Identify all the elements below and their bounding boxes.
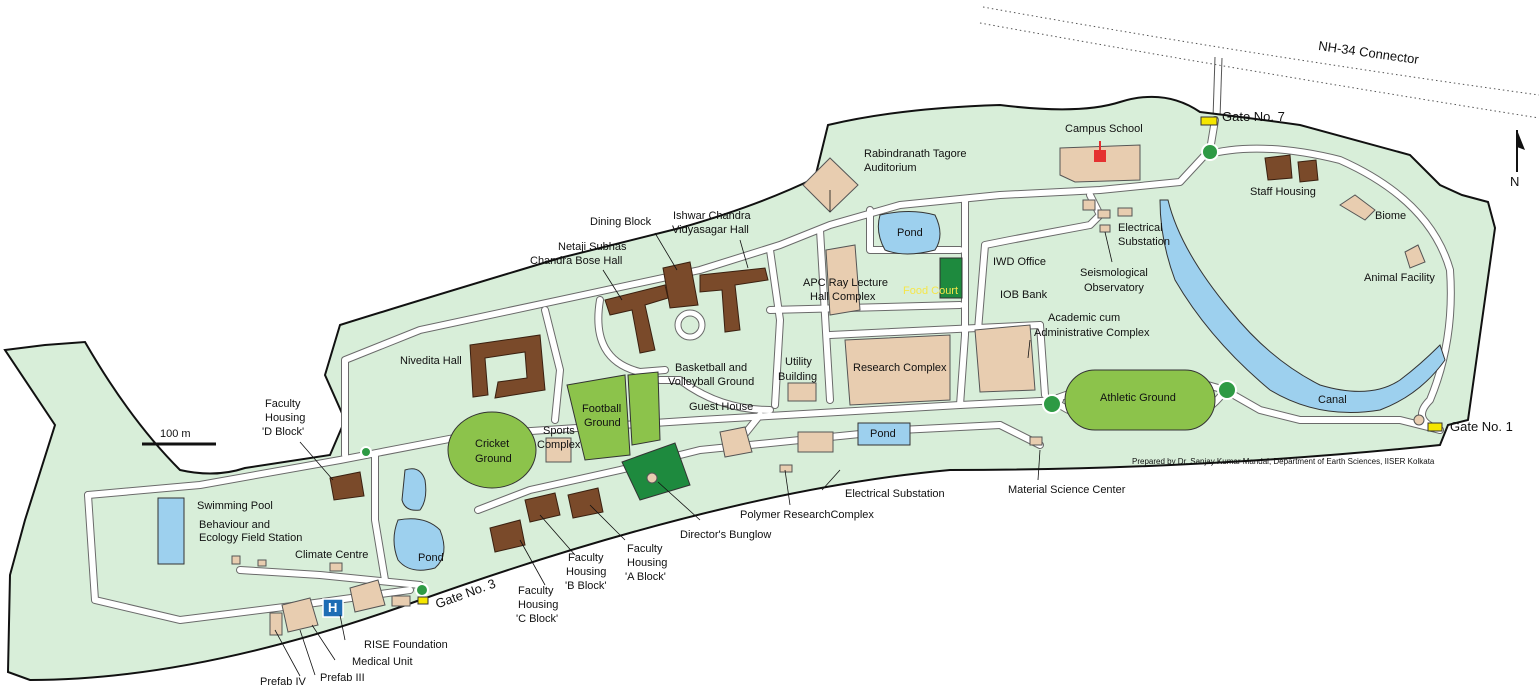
- faculty-d-label-2: Housing: [265, 412, 306, 424]
- iob-bank-label: IOB Bank: [1000, 289, 1048, 301]
- rabindranath-label-1: Rabindranath Tagore: [864, 148, 967, 160]
- basketball-label-2: Volleyball Ground: [668, 376, 755, 388]
- leader-lines: [274, 190, 1113, 677]
- faculty-c-label-1: Faculty: [518, 585, 554, 597]
- nivedita-hall-label: Nivedita Hall: [400, 355, 462, 367]
- directors-bungalow-label: Director's Bunglow: [680, 529, 772, 541]
- apc-ray-label-1: APC Ray Lecture: [803, 277, 888, 289]
- pond-mid-label: Pond: [870, 428, 896, 440]
- gate-1-label: Gate No. 1: [1450, 419, 1513, 434]
- campus-school-label: Campus School: [1065, 123, 1143, 135]
- buildings: [231, 144, 1426, 636]
- cricket-label-1: Cricket: [475, 438, 510, 450]
- athletic-ground-label: Athletic Ground: [1100, 392, 1176, 404]
- iwd-office-label: IWD Office: [993, 256, 1046, 268]
- hospital-sign: [322, 598, 344, 618]
- canal: [1159, 199, 1446, 413]
- electrical-substation-label: Electrical Substation: [845, 488, 945, 500]
- rabindranath-label-2: Auditorium: [864, 162, 917, 174]
- utility-building-label-1: Utility: [785, 356, 812, 368]
- north-label: N: [1510, 174, 1520, 189]
- guest-house-label: Guest House: [689, 401, 754, 413]
- prefab-iv-label: Prefab IV: [260, 676, 306, 688]
- electrical-substation-top-1: Electrical: [1118, 222, 1163, 234]
- staff-housing-label: Staff Housing: [1250, 186, 1316, 198]
- sports-complex-label-2: Complex: [537, 439, 581, 451]
- pond-left-label: Pond: [418, 552, 444, 564]
- ishwar-label-1: Ishwar Chandra: [673, 210, 751, 222]
- climate-centre-label: Climate Centre: [295, 549, 369, 561]
- utility-building-label-2: Building: [778, 371, 818, 383]
- cricket-label-2: Ground: [475, 453, 512, 465]
- faculty-b-label-1: Faculty: [568, 552, 604, 564]
- north-arrow-icon: [1516, 130, 1525, 172]
- swimming-pool-label: Swimming Pool: [197, 500, 273, 512]
- credit-text: Prepared by Dr. Sanjay Kumar Mandal, Dep…: [1132, 457, 1435, 466]
- academic-label-1: Academic cum: [1048, 312, 1121, 324]
- football-label-1: Football: [582, 403, 622, 415]
- faculty-a-label-3: 'A Block': [625, 571, 666, 583]
- ponds: [157, 211, 941, 571]
- faculty-a-label-2: Housing: [627, 557, 668, 569]
- hostels: [329, 154, 1319, 553]
- basketball-label-1: Basketball and: [675, 362, 748, 374]
- nh34-road: [979, 6, 1539, 119]
- dining-block-label: Dining Block: [590, 216, 652, 228]
- animal-facility-label: Animal Facility: [1364, 272, 1435, 284]
- faculty-c-label-2: Housing: [518, 599, 559, 611]
- behaviour-label-1: Behaviour and: [199, 519, 270, 531]
- faculty-c-label-3: 'C Block': [516, 613, 559, 625]
- gate-markers: [417, 116, 1443, 605]
- biome-label: Biome: [1375, 210, 1407, 222]
- campus-school-marker: [1094, 141, 1106, 162]
- roundabouts: [360, 143, 1237, 597]
- faculty-a-label-1: Faculty: [627, 543, 663, 555]
- academic-label-2: Administrative Complex: [1034, 327, 1150, 339]
- prefab-iii-label: Prefab III: [320, 672, 365, 684]
- pond-top-label: Pond: [897, 227, 923, 239]
- grounds: [447, 257, 1216, 501]
- food-court-label: Food Court: [903, 285, 959, 297]
- seismo-label-1: Seismological: [1080, 267, 1148, 279]
- netaji-label-1: Netaji Subhas: [558, 241, 627, 253]
- faculty-d-label-3: 'D Block': [262, 426, 305, 438]
- electrical-substation-top-2: Substation: [1118, 236, 1170, 248]
- sports-complex-label-1: Sports: [543, 425, 575, 437]
- hospital-icon: H: [328, 600, 338, 615]
- behaviour-label-2: Ecology Field Station: [199, 532, 303, 544]
- faculty-b-label-3: 'B Block': [565, 580, 607, 592]
- material-science-label: Material Science Center: [1008, 484, 1126, 496]
- scale-label: 100 m: [160, 428, 191, 440]
- rise-foundation-label: RISE Foundation: [364, 639, 448, 651]
- polymer-label: Polymer ResearchComplex: [740, 509, 874, 521]
- faculty-d-label-1: Faculty: [265, 398, 301, 410]
- gate-7-label: Gate No. 7: [1222, 109, 1285, 124]
- football-label-2: Ground: [584, 417, 621, 429]
- netaji-label-2: Chandra Bose Hall: [530, 255, 623, 267]
- canal-label: Canal: [1318, 394, 1347, 406]
- apc-ray-label-2: Hall Complex: [810, 291, 876, 303]
- seismo-label-2: Observatory: [1084, 282, 1144, 294]
- faculty-b-label-2: Housing: [566, 566, 607, 578]
- ishwar-label-2: Vidyasagar Hall: [672, 224, 749, 236]
- medical-unit-label: Medical Unit: [352, 656, 413, 668]
- research-complex-label: Research Complex: [853, 362, 947, 374]
- gate7-access-road: [1212, 56, 1223, 119]
